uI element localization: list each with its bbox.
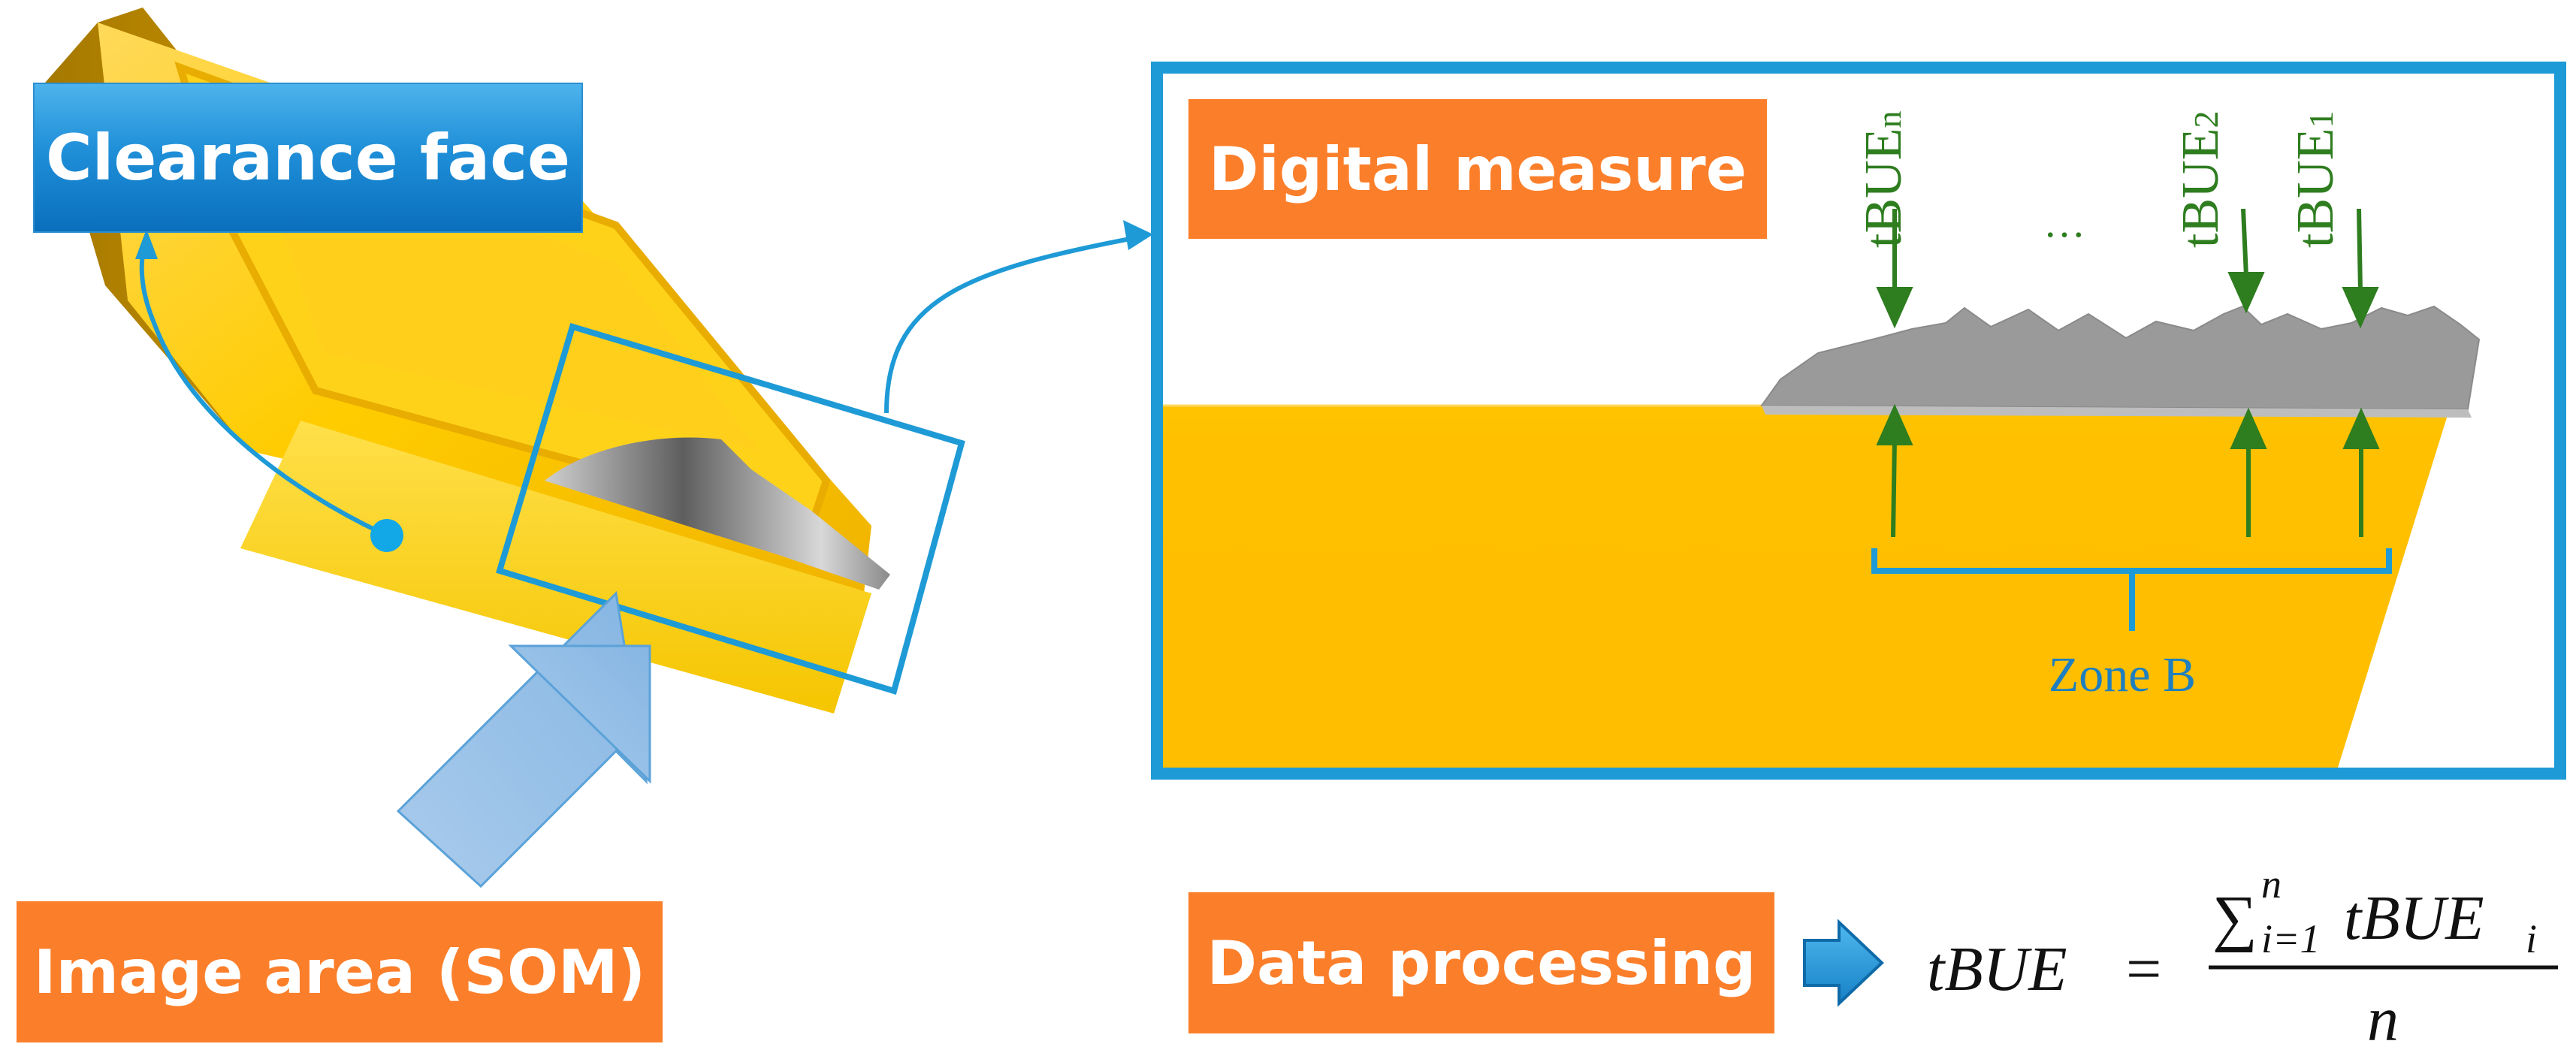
formula-term-sub: i: [2526, 916, 2537, 961]
tbue-formula: tBUE = ∑ n i=1 tBUE i n: [1927, 861, 2558, 1054]
image-area-label: Image area (SOM): [17, 901, 663, 1042]
up-arrow-n: [1891, 439, 1897, 538]
tbue-label-2: tBUE2: [2172, 111, 2230, 248]
digital-measure-panel: [1151, 62, 2566, 780]
tool-section: [1163, 406, 2451, 768]
clearance-face-label: Clearance face: [33, 83, 583, 233]
down-arrow-1: [2357, 208, 2363, 292]
tbue-label-1: tBUE1: [2287, 111, 2345, 248]
formula-sum-upper: n: [2261, 861, 2282, 907]
formula-lhs: tBUE: [1927, 934, 2067, 1004]
formula-equals: =: [2126, 934, 2161, 1004]
formula-term: tBUE: [2344, 883, 2484, 953]
zoom-connector-arrowhead: [1123, 220, 1153, 250]
formula-sum: ∑: [2212, 883, 2257, 953]
tbue-label-n: tBUEn: [1855, 111, 1913, 248]
bue-profile: [1760, 305, 2481, 411]
tbue-label-2-group: tBUE2: [2172, 111, 2230, 248]
ellipsis-label: …: [2043, 200, 2085, 246]
tbue-label-1-group: tBUE1: [2287, 111, 2345, 248]
formula-sum-lower: i=1: [2261, 916, 2320, 961]
zoom-frame: [496, 323, 965, 695]
zone-bracket: [1871, 548, 2392, 631]
zoom-connector-line: [884, 234, 1143, 414]
clearance-face-dot: [370, 519, 403, 552]
formula-denominator: n: [2367, 985, 2399, 1054]
bue-on-insert: [545, 437, 890, 590]
tbue-up-arrows: [1876, 403, 2380, 538]
insert-clearance-face: [240, 421, 871, 714]
zone-label: Zone B: [2049, 647, 2196, 702]
image-direction-arrow-head: [508, 644, 651, 784]
tbue-label-n-group: tBUEn: [1855, 111, 1913, 248]
clearance-pointer-line: [139, 239, 388, 538]
clearance-pointer-arrowhead: [135, 229, 158, 259]
data-processing-label: Data processing: [1188, 892, 1774, 1033]
down-arrow-2: [2241, 208, 2248, 277]
digital-measure-label: Digital measure: [1188, 99, 1767, 239]
data-processing-arrow: [1803, 919, 1884, 1007]
cutting-insert-illustration: [45, 8, 890, 714]
tbue-down-arrows: [1876, 208, 2379, 329]
